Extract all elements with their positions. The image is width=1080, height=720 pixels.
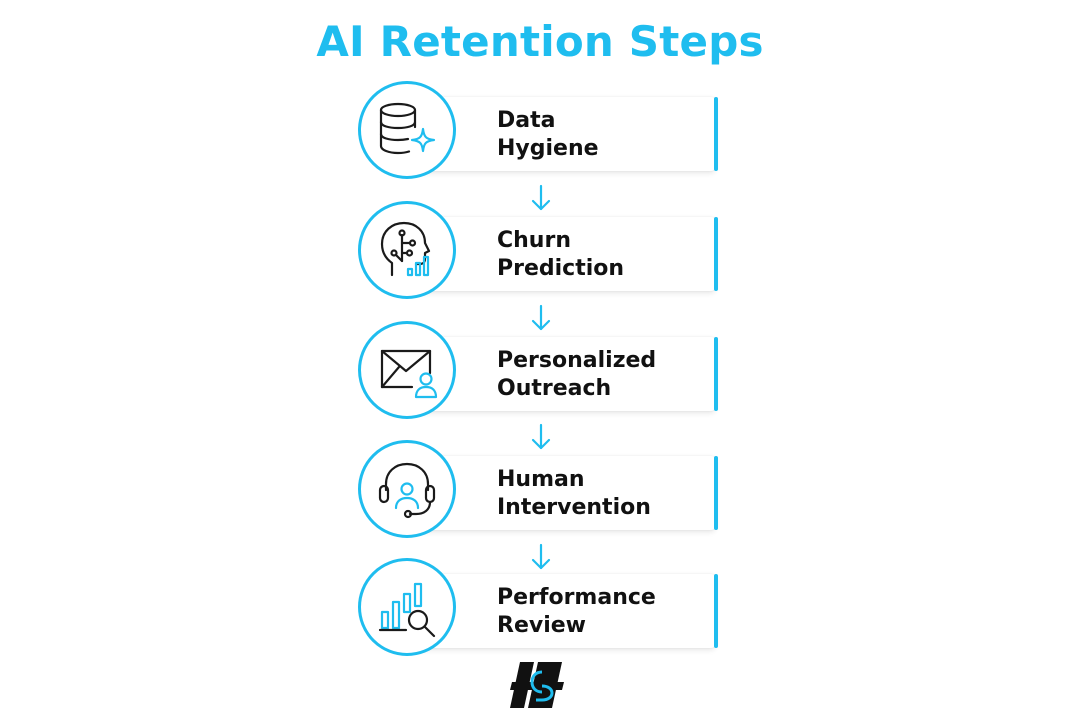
card-accent-bar <box>714 456 718 530</box>
step-label: Human Intervention <box>497 467 651 520</box>
step-label: Churn Prediction <box>497 228 625 281</box>
card-accent-bar <box>714 337 718 411</box>
arrow-down-icon <box>531 543 551 570</box>
headset-agent-icon <box>378 462 436 519</box>
step-card <box>410 574 718 648</box>
arrow-down-icon <box>531 304 551 331</box>
envelope-user-icon <box>380 349 438 399</box>
card-accent-bar <box>714 574 718 648</box>
step-personalized-outreach: Personalized Outreach <box>358 320 722 426</box>
brand-logo-icon <box>510 662 564 708</box>
step-label: Personalized Outreach <box>497 348 657 401</box>
page-title: AI Retention Steps <box>316 17 764 66</box>
step-churn-prediction: Churn Prediction <box>358 200 722 306</box>
flow-arrow <box>529 183 553 213</box>
step-card <box>410 337 718 411</box>
step-performance-review: Performance Review <box>358 557 722 663</box>
chart-magnifier-icon <box>378 582 436 638</box>
step-icon-circle <box>358 201 456 299</box>
flow-arrow <box>529 303 553 333</box>
step-card <box>410 97 718 171</box>
step-label: Data Hygiene <box>497 108 599 161</box>
flow-arrow <box>529 422 553 452</box>
step-icon-circle <box>358 321 456 419</box>
step-data-hygiene: Data Hygiene <box>358 80 722 186</box>
card-accent-bar <box>714 97 718 171</box>
step-icon-circle <box>358 558 456 656</box>
database-sparkle-icon <box>379 102 436 155</box>
card-accent-bar <box>714 217 718 291</box>
flow-arrow <box>529 542 553 572</box>
step-icon-circle <box>358 440 456 538</box>
step-label: Performance Review <box>497 585 656 638</box>
step-human-intervention: Human Intervention <box>358 439 722 545</box>
step-card <box>410 217 718 291</box>
brand-logo <box>506 660 566 710</box>
step-card <box>410 456 718 530</box>
step-icon-circle <box>358 81 456 179</box>
head-analytics-icon <box>380 221 431 277</box>
arrow-down-icon <box>531 423 551 450</box>
arrow-down-icon <box>531 184 551 211</box>
